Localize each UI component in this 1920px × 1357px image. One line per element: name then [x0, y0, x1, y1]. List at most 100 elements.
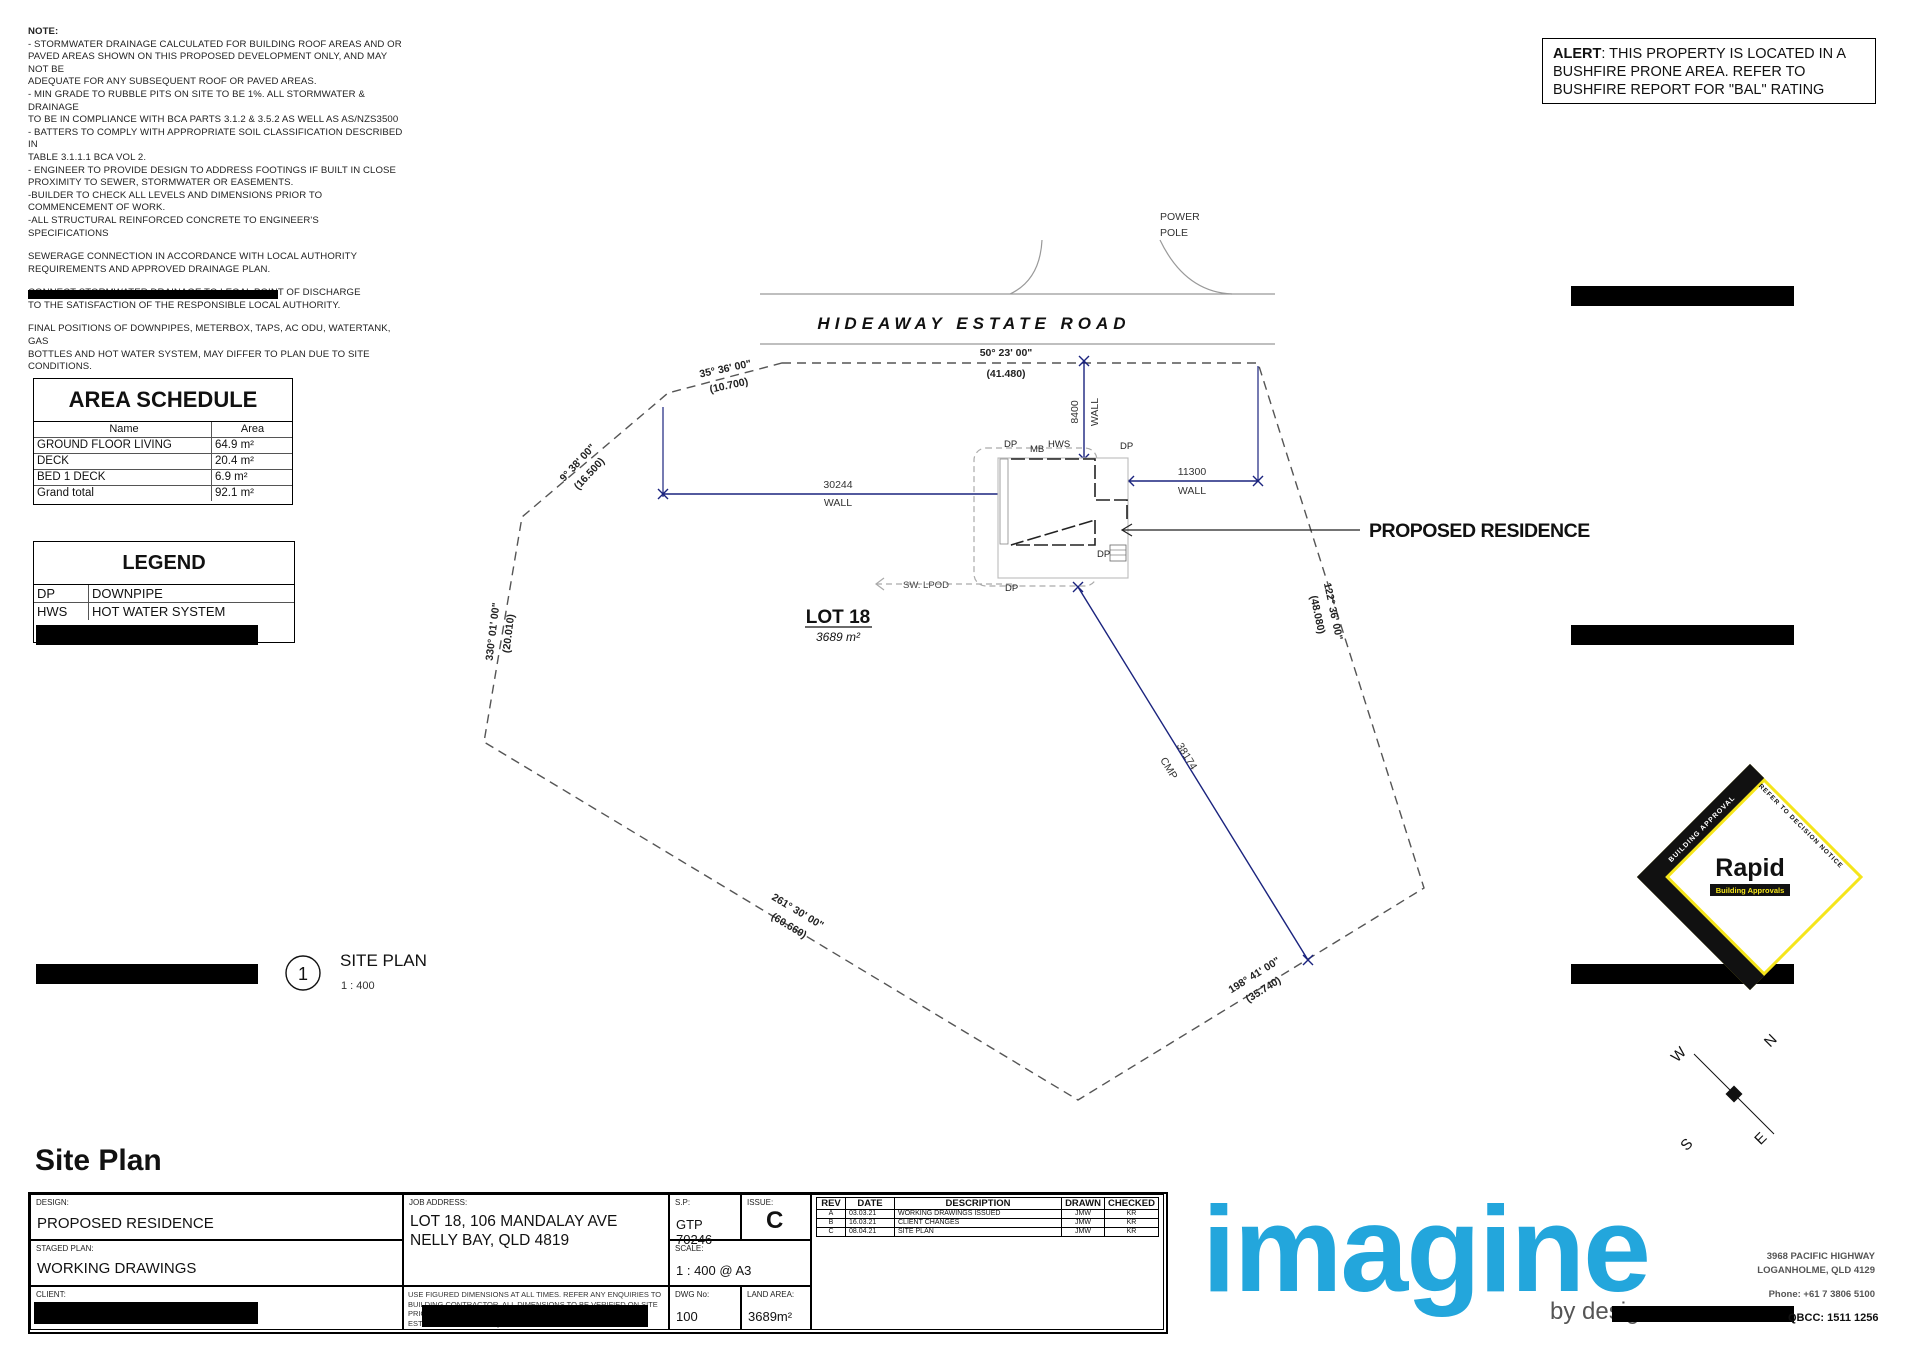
table-row: DP DOWNPIPE [34, 585, 294, 603]
staged-value: WORKING DRAWINGS [37, 1260, 197, 1277]
note-paragraph: FINAL POSITIONS OF DOWNPIPES, METERBOX, … [28, 323, 391, 373]
dp-label: DP [1004, 439, 1017, 450]
sw-lpod-label: SW. LPOD [903, 580, 949, 591]
compass-w: W [1668, 1043, 1691, 1066]
row-name: GROUND FLOOR LIVING [34, 438, 212, 453]
area-schedule-header: Name Area [34, 422, 292, 438]
sp-label: S.P: [675, 1198, 691, 1207]
issue-cell: ISSUE: C [741, 1194, 811, 1240]
revision-cell: REV DATE DESCRIPTION DRAWN CHECKED A 03.… [811, 1194, 1164, 1330]
power-pole-label: POLE [1160, 227, 1188, 239]
redaction-bar [1571, 286, 1794, 306]
sp-cell: S.P: GTP 70246 [669, 1194, 741, 1247]
row-area: 64.9 m² [215, 439, 254, 451]
design-cell: DESIGN: PROPOSED RESIDENCE [30, 1194, 403, 1240]
deck-rail [999, 458, 1009, 545]
redaction-bar [34, 1302, 258, 1324]
power-pole-label: POWER [1160, 211, 1200, 223]
setback-line-cmp [1077, 586, 1309, 961]
table-row: C 08.04.21 SITE PLAN JMW KR [816, 1227, 1159, 1237]
rev-header: DESCRIPTION [893, 1197, 1063, 1210]
revision-header: REV DATE DESCRIPTION DRAWN CHECKED [816, 1197, 1159, 1210]
row-area: 92.1 m² [215, 487, 254, 499]
setback-value: 30244 [823, 479, 852, 491]
table-row: BED 1 DECK 6.9 m² [34, 470, 292, 486]
stormwater-arrow [875, 577, 885, 591]
dwg-label: DWG No: [675, 1290, 710, 1299]
table-row: GROUND FLOOR LIVING 64.9 m² [34, 438, 292, 454]
row-name: BED 1 DECK [34, 470, 212, 485]
road-curve [1009, 239, 1043, 295]
setback-value: 8400 [1069, 400, 1081, 424]
scale-cell: SCALE: 1 : 400 @ A3 [669, 1240, 811, 1286]
note-paragraph: SEWERAGE CONNECTION IN ACCORDANCE WITH L… [28, 251, 358, 275]
proposed-residence-label: PROPOSED RESIDENCE [1369, 520, 1590, 542]
view-number-circle [285, 955, 321, 991]
job-line2: NELLY BAY, QLD 4819 [410, 1232, 570, 1249]
house-walls [1010, 458, 1128, 546]
bushfire-alert-box: ALERT: THIS PROPERTY IS LOCATED IN A BUS… [1542, 38, 1876, 104]
dimension-tick [1072, 581, 1084, 593]
setback-value: 38174 [1174, 741, 1200, 772]
length-label: (48.080) [1307, 594, 1327, 635]
title-block: DESIGN: PROPOSED RESIDENCE STAGED PLAN: … [28, 1192, 1168, 1334]
company-details: 3968 PACIFIC HIGHWAY LOGANHOLME, QLD 412… [1757, 1250, 1875, 1302]
table-row: DECK 20.4 m² [34, 454, 292, 470]
sp-value: GTP 70246 [676, 1217, 713, 1247]
staged-cell: STAGED PLAN: WORKING DRAWINGS [30, 1240, 403, 1286]
compass-n: N [1761, 1031, 1781, 1051]
lot-name: LOT 18 [806, 607, 870, 628]
dimension-tick [657, 488, 669, 500]
stamp-brand: Rapid [1715, 854, 1784, 882]
view-scale: 1 : 400 [341, 980, 375, 992]
dimension-ticks [657, 355, 1314, 966]
rev-cell: JMW [1061, 1218, 1106, 1228]
issue-value: C [766, 1207, 784, 1234]
redaction-bar [1571, 625, 1794, 645]
redaction-bar [36, 964, 258, 984]
land-value: 3689m² [748, 1309, 793, 1324]
alert-text: : THIS PROPERTY IS LOCATED IN A BUSHFIRE… [1553, 46, 1846, 98]
redaction-bar [1612, 1306, 1794, 1322]
redaction-bar [422, 1305, 648, 1327]
rev-cell: JMW [1061, 1209, 1106, 1219]
view-number: 1 [298, 964, 308, 984]
dp-label: DP [1005, 583, 1018, 594]
scale-value: 1 : 400 @ A3 [676, 1263, 752, 1278]
sheet-title: Site Plan [35, 1144, 162, 1177]
road-name: HIDEAWAY ESTATE ROAD [817, 314, 1130, 333]
callout-arrow [1120, 523, 1133, 537]
setback-type: WALL [1178, 485, 1206, 497]
rev-cell: C [816, 1227, 846, 1237]
rev-cell: B [816, 1218, 846, 1228]
rev-header: DATE [845, 1197, 895, 1210]
dwg-value: 100 [676, 1309, 698, 1324]
mb-label: MB [1030, 444, 1044, 455]
length-label: (41.480) [986, 368, 1025, 380]
rev-cell: KR [1104, 1209, 1159, 1219]
hws-label: HWS [1048, 439, 1070, 450]
legend-desc: DOWNPIPE [92, 586, 163, 601]
dwg-cell: DWG No: 100 [669, 1286, 741, 1330]
rev-cell: KR [1104, 1218, 1159, 1228]
table-row: A 03.03.21 WORKING DRAWINGS ISSUED JMW K… [816, 1209, 1159, 1219]
dimension-tick [1302, 954, 1314, 966]
rev-cell: 08.04.21 [845, 1227, 895, 1237]
legend-title: LEGEND [34, 542, 294, 585]
redaction-bar [36, 625, 258, 645]
notes-heading: NOTE: [28, 26, 59, 37]
residence-footprint: DP MB HWS DP DP DP SW. LPOD [875, 439, 1133, 594]
compass-s: S [1677, 1135, 1696, 1154]
boundary-labels: 50° 23' 00" (41.480) 35° 36' 00" (10.700… [484, 347, 1345, 1005]
job-cell: JOB ADDRESS: LOT 18, 106 MANDALAY AVE NE… [403, 1194, 669, 1286]
table-row: Grand total 92.1 m² [34, 486, 292, 501]
rev-cell: A [816, 1209, 846, 1219]
rev-cell: SITE PLAN [893, 1227, 1063, 1237]
approval-stamp: BUILDING APPROVAL REFER TO DECISION NOTI… [1636, 763, 1864, 991]
rev-header: DRAWN [1061, 1197, 1106, 1210]
table-row: HWS HOT WATER SYSTEM [34, 603, 294, 620]
dimension-tick [1252, 475, 1264, 487]
rev-cell: 03.03.21 [845, 1209, 895, 1219]
design-value: PROPOSED RESIDENCE [37, 1215, 214, 1232]
issue-label: ISSUE: [747, 1198, 774, 1207]
